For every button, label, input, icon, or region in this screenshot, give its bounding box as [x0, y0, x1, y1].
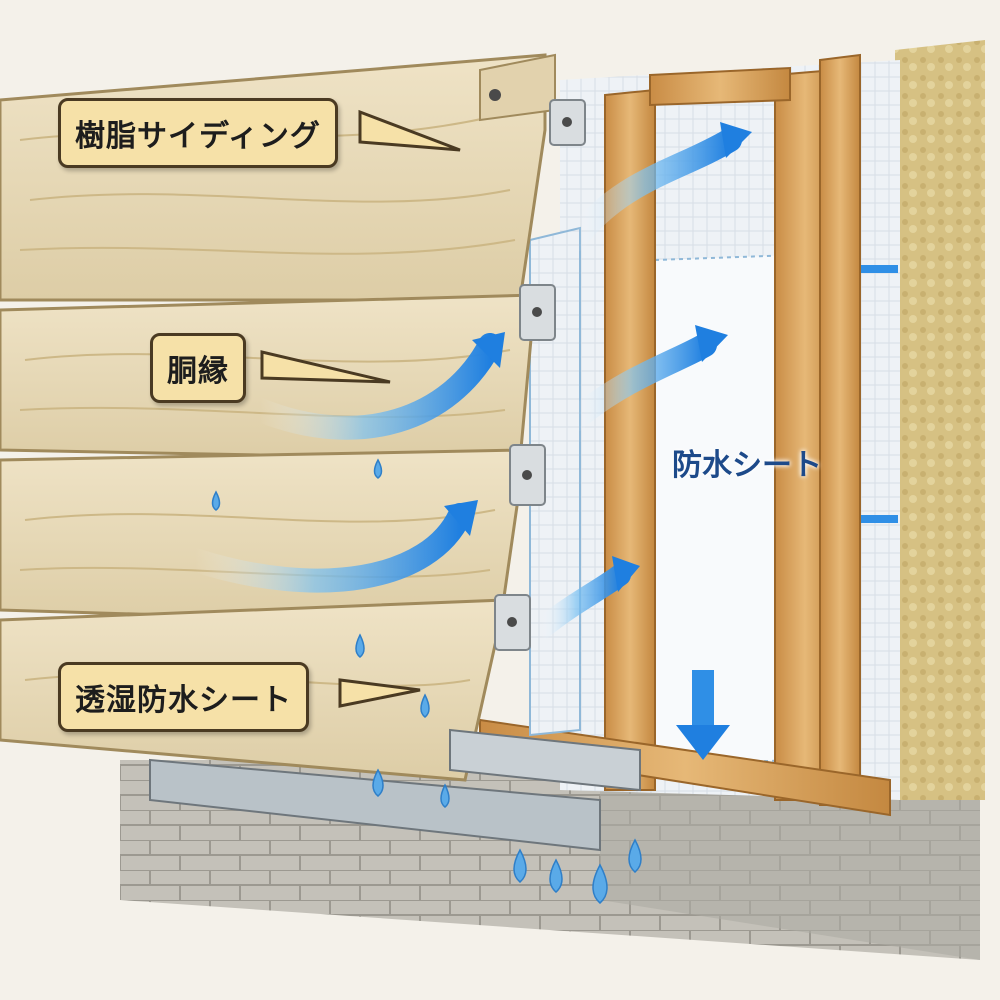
- water-drop-icon: [592, 863, 608, 904]
- water-drop-icon: [211, 490, 221, 511]
- siding-clips: [489, 89, 586, 651]
- callout-pointer: [358, 109, 461, 152]
- callout-breathable-membrane: 透湿防水シート: [58, 662, 309, 732]
- water-drop-icon: [549, 858, 563, 893]
- water-drop-icon: [373, 458, 383, 479]
- label-breathable-membrane: 透湿防水シート: [75, 683, 292, 718]
- screw-icon: [532, 307, 542, 317]
- screw-icon: [489, 89, 501, 101]
- callout-pointer: [260, 350, 391, 384]
- insulation: [895, 40, 985, 800]
- air-flow-arrow-icon: [529, 564, 631, 641]
- wood-stud: [604, 88, 656, 791]
- water-drops: [211, 458, 642, 904]
- label-resin-siding: 樹脂サイディング: [75, 119, 321, 154]
- starter-rail: [449, 728, 641, 792]
- air-flow-arrow-icon: [563, 128, 742, 252]
- label-waterproof-sheet: 防水シート: [672, 448, 822, 483]
- screw-icon: [562, 117, 572, 127]
- screw-icon: [522, 470, 532, 480]
- water-drop-icon: [440, 783, 450, 808]
- air-flow-arrows: [183, 122, 752, 760]
- air-flow-arrow-icon: [248, 333, 502, 440]
- water-drop-icon: [355, 633, 365, 658]
- water-drop-icon: [513, 848, 527, 883]
- down-arrow-icon: [692, 670, 714, 730]
- screw-icon: [507, 617, 517, 627]
- water-drop-icon: [628, 838, 642, 873]
- callout-furring-strip: 胴縁: [150, 333, 246, 403]
- callout-resin-siding: 樹脂サイディング: [58, 98, 338, 168]
- label-furring-strip: 胴縁: [167, 354, 229, 389]
- air-flow-arrow-icon: [563, 333, 717, 432]
- water-drop-icon: [420, 693, 430, 718]
- top-plate: [649, 66, 791, 107]
- callout-pointer: [338, 678, 421, 708]
- water-drop-icon: [372, 768, 384, 797]
- air-flow-arrow-icon: [183, 503, 472, 593]
